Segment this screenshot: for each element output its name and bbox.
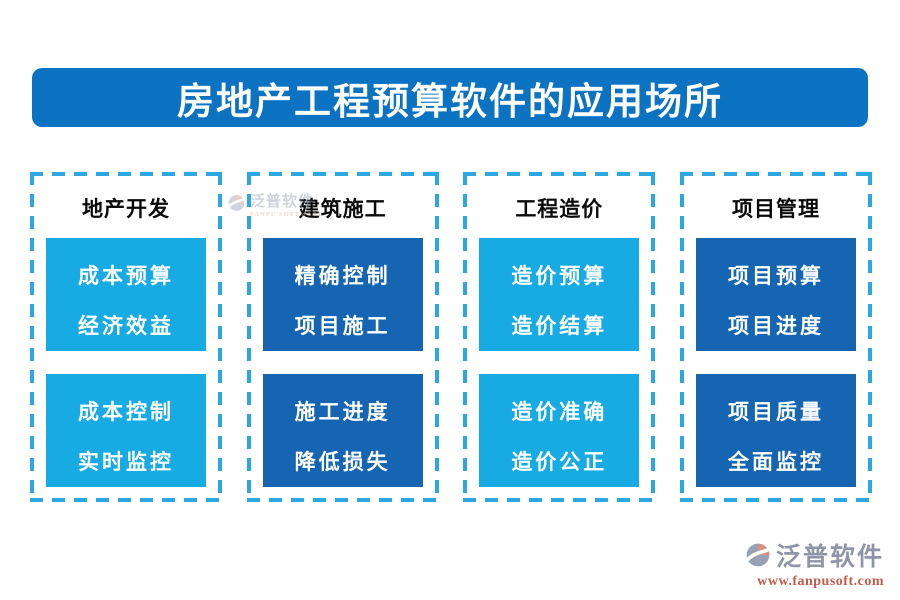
brand-logo: 泛普软件 www.fanpusoft.com [744,542,884,590]
feature-box: 造价准确 造价公正 [479,374,640,487]
column-boxes: 成本预算 经济效益 成本控制 实时监控 [46,238,206,487]
feature-box: 项目质量 全面监控 [695,374,856,487]
feature-box: 施工进度 降低损失 [262,374,423,487]
feature-line: 造价预算 [511,263,608,288]
columns-row: 地产开发 成本预算 经济效益 成本控制 实时监控 建筑施工 精确控制 项目施工 … [30,172,872,502]
feature-box: 项目预算 项目进度 [695,238,856,351]
column-boxes: 造价预算 造价结算 造价准确 造价公正 [479,238,640,487]
feature-line: 项目预算 [727,263,824,288]
column-building-construction: 建筑施工 精确控制 项目施工 施工进度 降低损失 [246,172,439,502]
column-header: 建筑施工 [298,197,387,221]
feature-line: 降低损失 [294,449,391,474]
column-boxes: 项目预算 项目进度 项目质量 全面监控 [695,238,856,487]
column-engineering-cost: 工程造价 造价预算 造价结算 造价准确 造价公正 [463,172,656,502]
column-project-management: 项目管理 项目预算 项目进度 项目质量 全面监控 [679,172,872,502]
column-real-estate-development: 地产开发 成本预算 经济效益 成本控制 实时监控 [30,172,222,502]
feature-box: 精确控制 项目施工 [262,238,423,351]
feature-line: 项目施工 [294,313,391,338]
column-header: 工程造价 [515,197,604,221]
column-header: 项目管理 [731,197,820,221]
brand-name: 泛普软件 [775,543,884,571]
feature-line: 项目进度 [727,313,824,338]
feature-line: 施工进度 [294,399,391,424]
feature-line: 全面监控 [727,449,824,474]
feature-line: 造价公正 [511,449,608,474]
fanpu-swirl-icon [744,542,772,573]
column-boxes: 精确控制 项目施工 施工进度 降低损失 [262,238,423,487]
feature-line: 项目质量 [727,399,824,424]
feature-line: 成本预算 [78,263,174,288]
brand-row: 泛普软件 [744,542,884,573]
column-header: 地产开发 [82,197,170,221]
feature-line: 造价准确 [511,399,608,424]
feature-box: 造价预算 造价结算 [479,238,640,351]
feature-line: 精确控制 [294,263,391,288]
feature-line: 造价结算 [511,313,608,338]
feature-line: 经济效益 [78,313,174,338]
feature-box: 成本控制 实时监控 [46,374,206,487]
page-title: 房地产工程预算软件的应用场所 [32,68,868,127]
feature-box: 成本预算 经济效益 [46,238,206,351]
feature-line: 实时监控 [78,449,174,474]
brand-url: www.fanpusoft.com [757,574,884,589]
feature-line: 成本控制 [78,399,174,424]
